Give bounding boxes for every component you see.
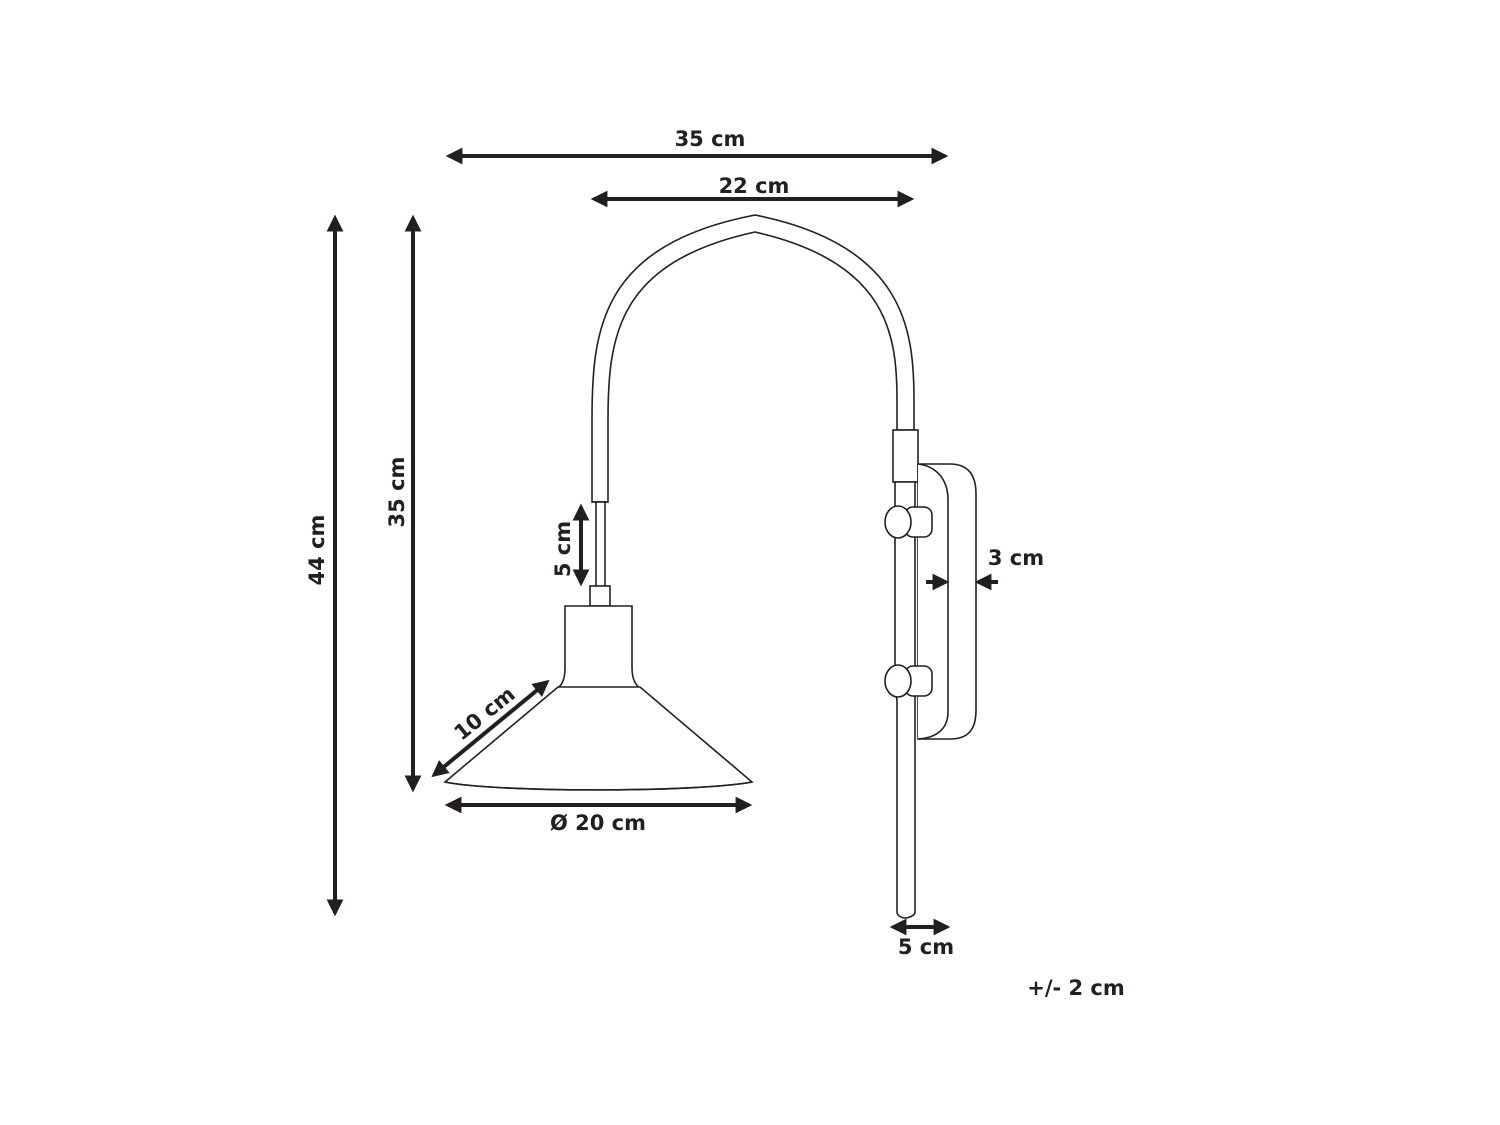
dim-total-height: 44 cm — [305, 214, 344, 917]
dim-shade-diameter: Ø 20 cm — [444, 796, 753, 835]
backplate-inner — [917, 463, 949, 740]
label-wall-offset: 5 cm — [898, 935, 954, 959]
dim-total-width: 35 cm — [445, 127, 949, 165]
arm-arch — [591, 214, 915, 503]
label-shade-diameter: Ø 20 cm — [550, 811, 646, 835]
arm-collar — [892, 429, 919, 483]
dim-connector-rod: 5 cm — [551, 503, 590, 587]
dim-arch-width: 22 cm — [590, 174, 915, 208]
label-connector-rod: 5 cm — [551, 521, 575, 577]
tolerance-note: +/- 2 cm — [1027, 976, 1125, 1000]
mounting-knob-upper — [884, 505, 933, 539]
wall-rod — [893, 481, 916, 919]
shade-rim — [444, 781, 753, 791]
shade-socket — [555, 605, 643, 689]
connector-block — [589, 585, 611, 607]
label-lamp-height: 35 cm — [385, 457, 409, 528]
lamp-drawing — [443, 214, 977, 919]
dim-lamp-height: 35 cm — [385, 214, 422, 793]
label-arch-width: 22 cm — [719, 174, 790, 198]
label-total-width: 35 cm — [675, 127, 746, 151]
mounting-knob-lower — [884, 664, 933, 698]
dim-backplate-depth: 3 cm — [926, 546, 1044, 591]
connector-rod — [595, 501, 606, 589]
label-total-height: 44 cm — [305, 515, 329, 586]
dim-wall-offset: 5 cm — [889, 918, 954, 959]
label-backplate-depth: 3 cm — [988, 546, 1044, 570]
